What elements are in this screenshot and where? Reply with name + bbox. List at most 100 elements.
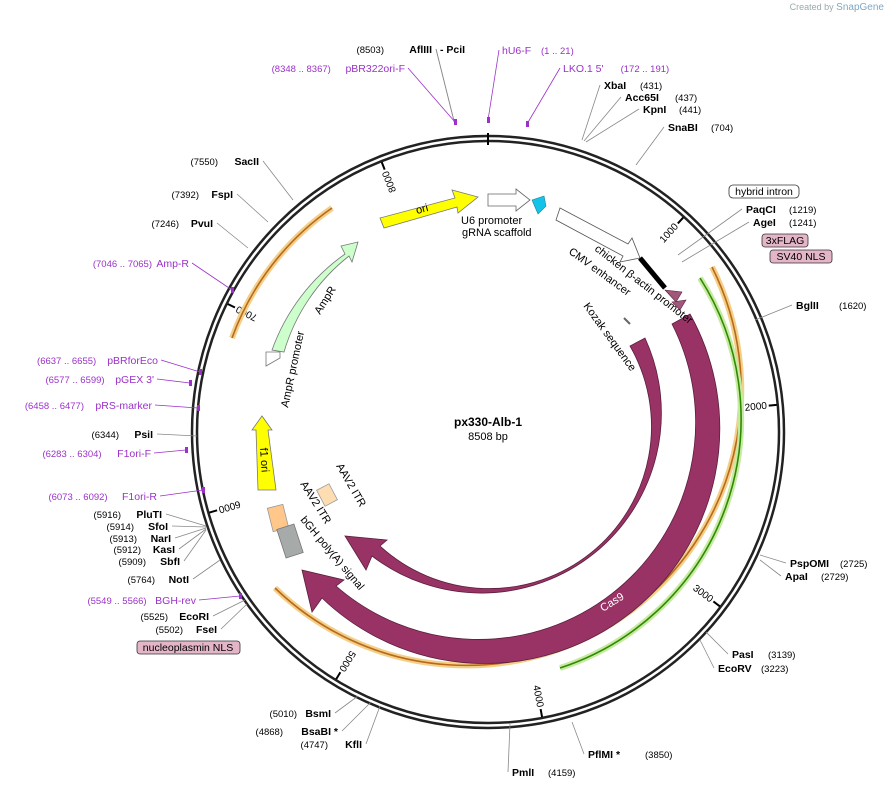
- primer-name: hU6-F: [502, 45, 531, 57]
- primer-leader: [198, 595, 241, 601]
- map-title: px330-Alb-1: [454, 415, 522, 429]
- site-name: XbaI: [604, 80, 626, 92]
- site-name: PflMI *: [588, 749, 621, 761]
- site-position: (5909): [119, 557, 146, 568]
- u6-promoter-arrow: [487, 188, 531, 212]
- site-position: (3223): [761, 664, 788, 675]
- site-position: (4747): [301, 740, 328, 751]
- site-position: (5913): [110, 534, 137, 545]
- primer-position: (172 .. 191): [621, 64, 670, 75]
- site-name: SfoI: [148, 521, 168, 533]
- site-position: (1219): [789, 205, 816, 216]
- site-leader: [635, 126, 665, 166]
- site-leader: [165, 513, 207, 527]
- ampr-promoter-arrow: [265, 351, 281, 367]
- site-name: PasI: [732, 649, 754, 661]
- site-position: (437): [675, 93, 697, 104]
- site-name: BglII: [796, 300, 819, 312]
- site-name: SnaBI: [668, 122, 698, 134]
- tick-mark: [227, 303, 236, 309]
- site-position: (3850): [645, 750, 672, 761]
- site-name: BsaBI *: [301, 726, 339, 738]
- site-position: (431): [640, 81, 662, 92]
- cas9-outer-label: Cas9: [614, 543, 642, 568]
- site-leader: [571, 721, 585, 755]
- site-name: KflI: [345, 739, 362, 751]
- site-leader: [759, 559, 782, 577]
- site-name: KpnI: [643, 104, 666, 116]
- tick-mark: [712, 600, 721, 608]
- site-position: (7392): [172, 190, 199, 201]
- u6-label: U6 promoter: [461, 215, 522, 227]
- primer-name: BGH-rev: [155, 595, 197, 607]
- nls-marker-1: [664, 289, 683, 303]
- site-name: NarI: [151, 533, 172, 545]
- site-name: ApaI: [785, 571, 808, 583]
- primer-position: (6577 .. 6599): [45, 375, 104, 386]
- 3xflag-text: 3xFLAG: [766, 235, 805, 247]
- boxed-label-3xflag: 3xFLAG: [761, 233, 809, 248]
- primer-position: (6458 .. 6477): [25, 401, 84, 412]
- site-leader: [705, 631, 729, 655]
- site-position: (5912): [114, 545, 141, 556]
- f1-ori-label: f1 ori: [257, 447, 271, 472]
- site-leader: [759, 554, 787, 564]
- site-leader: [677, 208, 743, 256]
- site-leader: [178, 528, 207, 550]
- boxed-label-sv40: SV40 NLS: [769, 249, 833, 264]
- primer-mark: [199, 369, 202, 375]
- site-name: AgeI: [753, 217, 776, 229]
- tick-label: 1000: [658, 221, 681, 245]
- site-position: (6344): [92, 430, 119, 441]
- site-name: Acc65I: [625, 92, 659, 104]
- tick-label: 5000: [336, 649, 357, 674]
- site-name: NotI: [169, 574, 189, 586]
- site-leader: [183, 529, 207, 562]
- primer-name: pBRforEco: [107, 355, 158, 367]
- site-name: SacII: [234, 156, 259, 168]
- primer-leader: [156, 378, 191, 384]
- primer-leader: [160, 359, 201, 373]
- site-leader: [681, 221, 750, 263]
- site-position: (8503): [357, 45, 384, 56]
- nls-marker-2: [671, 299, 687, 311]
- primer-mark: [231, 287, 234, 293]
- tick-label: 6000: [217, 498, 242, 515]
- site-name: PaqCI: [746, 204, 776, 216]
- primer-position: (6637 .. 6655): [37, 356, 96, 367]
- primer-leader: [487, 49, 500, 121]
- site-position: (7550): [191, 157, 218, 168]
- watermark-prefix: Created by: [789, 2, 834, 12]
- site-name: PmlI: [512, 767, 534, 779]
- primer-mark: [487, 117, 490, 123]
- primer-leader: [191, 262, 233, 291]
- map-length: 8508 bp: [468, 431, 508, 443]
- primer-name: Amp-R: [156, 258, 189, 270]
- primer-mark: [197, 405, 200, 411]
- site-position: (7246): [152, 219, 179, 230]
- primer-position: (5549 .. 5566): [87, 596, 146, 607]
- site-position: (4868): [256, 727, 283, 738]
- ori-arrow: [379, 189, 479, 229]
- site-name: PsiI: [134, 429, 153, 441]
- sv40-text: SV40 NLS: [776, 251, 825, 263]
- site-leader: [365, 705, 381, 745]
- site-leader: [581, 84, 601, 141]
- site-position: (441): [679, 105, 701, 116]
- f1-ori-arrow: [251, 415, 277, 491]
- primer-mark: [202, 487, 205, 493]
- site-leader: [236, 193, 269, 223]
- orf-orange-left-line: [231, 207, 333, 339]
- site-name: BsmI: [305, 708, 331, 720]
- site-leader: [216, 222, 249, 249]
- boxed-label-hybrid-intron: hybrid intron: [728, 184, 800, 199]
- primer-name: F1ori-R: [122, 491, 157, 503]
- tick-mark: [335, 671, 342, 680]
- site-leader: [754, 304, 793, 321]
- site-leader: [699, 639, 715, 669]
- itr-box-1: [316, 483, 338, 507]
- tick-mark: [380, 161, 386, 170]
- cmv-enhancer-arrow: [555, 207, 641, 263]
- site-name: - PciI: [440, 44, 465, 56]
